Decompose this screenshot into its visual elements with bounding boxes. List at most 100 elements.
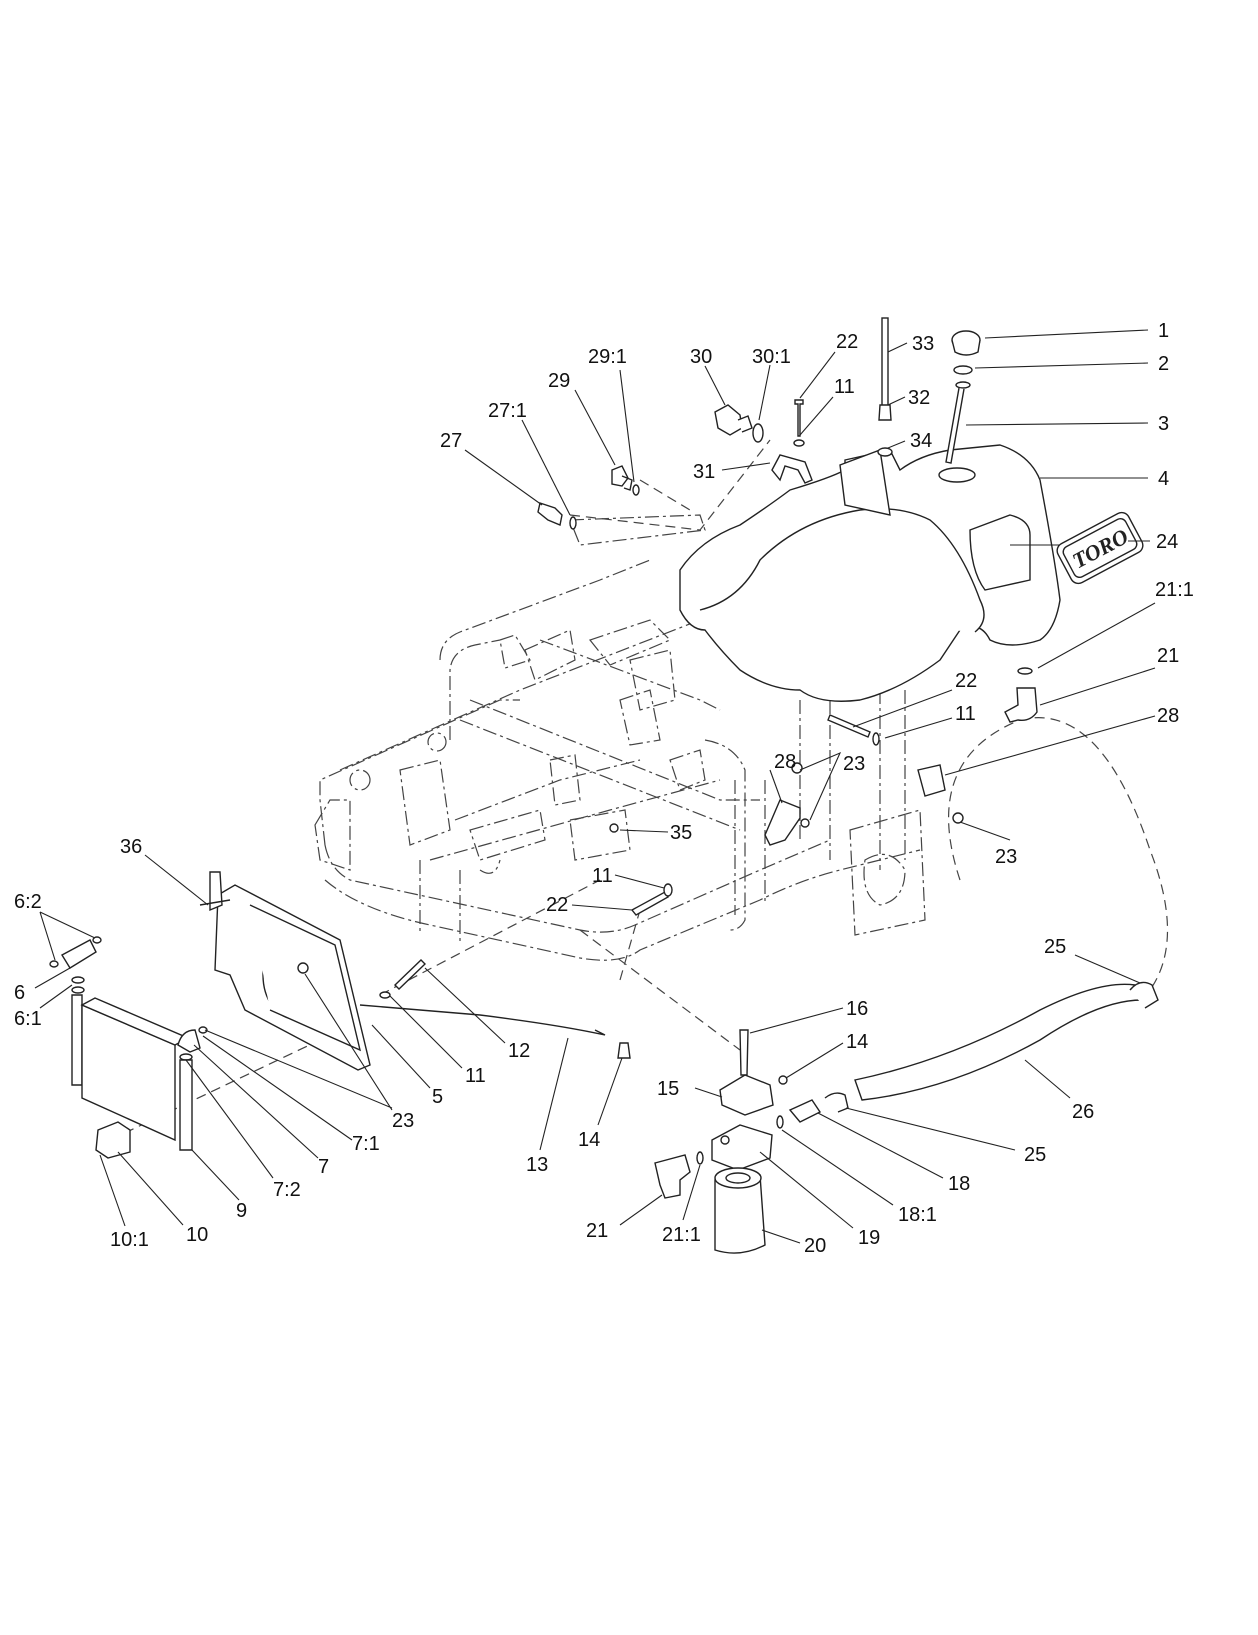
o-ring-30-1 bbox=[752, 423, 764, 443]
callout-7: 7 bbox=[318, 1156, 329, 1178]
washer-center bbox=[663, 883, 673, 897]
clamp-25-lower bbox=[824, 1092, 849, 1113]
callout-3: 3 bbox=[1158, 413, 1169, 435]
callout-11: 11 bbox=[955, 703, 976, 725]
bolt-top bbox=[794, 399, 804, 437]
callout-21: 21 bbox=[1157, 645, 1179, 667]
filter-head bbox=[711, 1124, 773, 1171]
washer-top bbox=[793, 439, 805, 447]
filter-element bbox=[714, 1167, 766, 1254]
fitting-27 bbox=[537, 502, 563, 526]
washer-right bbox=[872, 732, 880, 746]
o-ring-27-1 bbox=[569, 516, 577, 530]
bolt-center bbox=[630, 891, 669, 916]
callout-14: 14 bbox=[846, 1031, 868, 1053]
washer-shroud bbox=[379, 991, 391, 999]
nut-right-1 bbox=[791, 762, 803, 774]
callout-10-1: 10:1 bbox=[110, 1229, 149, 1251]
vent-fitting bbox=[714, 404, 753, 436]
block-10 bbox=[95, 1121, 131, 1159]
callout-33: 33 bbox=[912, 333, 934, 355]
oil-cooler bbox=[71, 994, 190, 1142]
callout-20: 20 bbox=[804, 1235, 826, 1257]
bracket-28-right bbox=[917, 764, 946, 797]
callout-19: 19 bbox=[858, 1227, 880, 1249]
fan-shroud bbox=[214, 884, 371, 1071]
callout-21-1: 21:1 bbox=[662, 1224, 701, 1246]
nut-14-right bbox=[778, 1075, 788, 1085]
callout-23: 23 bbox=[995, 846, 1017, 868]
callout-11: 11 bbox=[465, 1065, 486, 1087]
skid-plate bbox=[359, 1004, 606, 1036]
sender-fitting bbox=[878, 404, 892, 421]
callout-2: 2 bbox=[1158, 353, 1169, 375]
callout-21-1: 21:1 bbox=[1155, 579, 1194, 601]
callout-30: 30 bbox=[690, 346, 712, 368]
sender-rod bbox=[881, 317, 889, 407]
o-ring-7-2 bbox=[179, 1053, 193, 1061]
callout-27-1: 27:1 bbox=[488, 400, 527, 422]
callout-15: 15 bbox=[657, 1078, 679, 1100]
elbow-21-left bbox=[654, 1154, 691, 1199]
callout-7-2: 7:2 bbox=[273, 1179, 301, 1201]
callout-12: 12 bbox=[508, 1040, 530, 1062]
callout-18: 18 bbox=[948, 1173, 970, 1195]
o-ring-7-1 bbox=[198, 1026, 208, 1034]
dip-tube bbox=[945, 381, 971, 464]
leader-lines bbox=[34, 329, 1156, 1244]
o-ring-29-1 bbox=[632, 484, 640, 496]
filter-bracket bbox=[719, 1074, 774, 1116]
hose-clamp-bracket bbox=[771, 454, 813, 484]
callout-6-1: 6:1 bbox=[14, 1008, 42, 1030]
fuel-tank bbox=[679, 444, 1068, 702]
callout-6: 6 bbox=[14, 982, 25, 1004]
clamp-25-upper bbox=[1129, 981, 1159, 1009]
callout-23: 23 bbox=[392, 1110, 414, 1132]
fitting-29 bbox=[611, 465, 633, 491]
callout-22: 22 bbox=[955, 670, 977, 692]
grommet bbox=[877, 447, 893, 457]
callout-14: 14 bbox=[578, 1129, 600, 1151]
long-bolt bbox=[394, 959, 426, 990]
nut-right-3 bbox=[800, 818, 810, 828]
callout-18-1: 18:1 bbox=[898, 1204, 937, 1226]
callout-13: 13 bbox=[526, 1154, 548, 1176]
bolt-right bbox=[827, 714, 871, 738]
nut-right-2 bbox=[952, 812, 964, 824]
callout-36: 36 bbox=[120, 836, 142, 858]
callout-27: 27 bbox=[440, 430, 462, 452]
callout-23: 23 bbox=[843, 753, 865, 775]
callout-29-1: 29:1 bbox=[588, 346, 627, 368]
callout-35: 35 bbox=[670, 822, 692, 844]
callout-16: 16 bbox=[846, 998, 868, 1020]
callout-4: 4 bbox=[1158, 468, 1169, 490]
callout-labels: 1 2 3 4 24 21:1 21 28 22 11 23 28 23 33 … bbox=[14, 320, 1194, 1257]
callout-34: 34 bbox=[910, 430, 932, 452]
fuel-cap bbox=[951, 330, 981, 356]
callout-31: 31 bbox=[693, 461, 715, 483]
elbow-7 bbox=[177, 1029, 201, 1053]
nut-shroud bbox=[297, 962, 309, 974]
o-ring-21-1-left bbox=[696, 1151, 704, 1165]
callout-29: 29 bbox=[548, 370, 570, 392]
callout-11: 11 bbox=[834, 376, 855, 398]
callout-1: 1 bbox=[1158, 320, 1169, 342]
callout-22: 22 bbox=[836, 331, 858, 353]
frame-outline bbox=[109, 439, 1168, 1141]
callout-10: 10 bbox=[186, 1224, 208, 1246]
callout-32: 32 bbox=[908, 387, 930, 409]
callout-30-1: 30:1 bbox=[752, 346, 791, 368]
callout-25: 25 bbox=[1024, 1144, 1046, 1166]
bolt-35 bbox=[609, 823, 619, 833]
tee-fitting bbox=[49, 936, 102, 994]
bracket-28-center bbox=[764, 799, 801, 846]
callout-26: 26 bbox=[1072, 1101, 1094, 1123]
hose-26 bbox=[854, 983, 1144, 1101]
elbow-fitting-right bbox=[1004, 667, 1038, 723]
o-ring-18-1 bbox=[776, 1115, 784, 1129]
callout-5: 5 bbox=[432, 1086, 443, 1108]
parts bbox=[49, 317, 1159, 1254]
callout-24: 24 bbox=[1156, 531, 1178, 553]
